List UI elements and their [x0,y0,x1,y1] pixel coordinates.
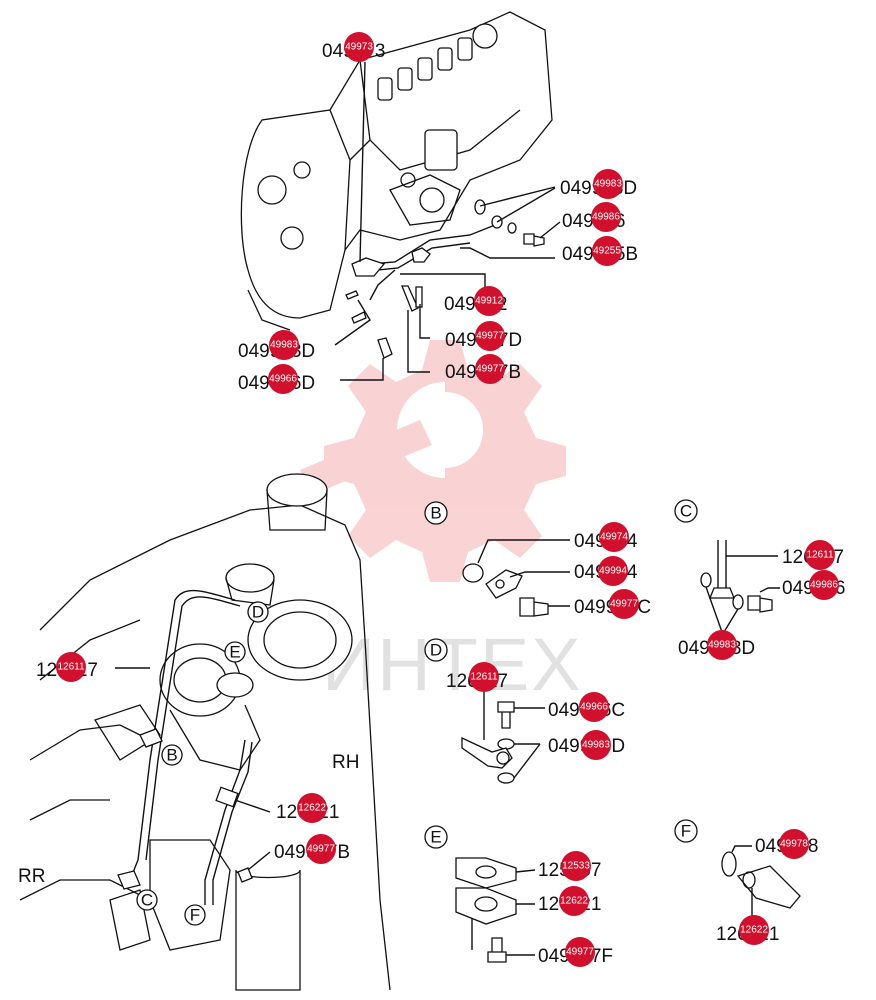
svg-text:49966: 49966 [580,702,608,713]
badge-049977d: 49977 [475,321,505,351]
badge-126221-e: 12622 [559,886,589,916]
badge-049966c: 49966 [579,692,609,722]
badge-049973: 49973 [344,32,374,62]
badge-126117-main: 12611 [56,652,86,682]
badge-126117-c: 12611 [805,540,835,570]
injector-row [377,37,473,101]
svg-text:E: E [430,828,441,847]
svg-text:12622: 12622 [740,925,768,936]
svg-text:49912: 49912 [475,296,503,307]
svg-text:49977: 49977 [566,947,594,958]
badge-049986-top: 49986 [591,202,621,232]
svg-text:49983: 49983 [708,640,736,651]
svg-text:49983: 49983 [270,340,298,351]
detail-view-d: D [424,638,545,784]
svg-text:C: C [141,891,153,910]
svg-text:F: F [681,822,691,841]
badge-049974: 49974 [599,522,629,552]
badge-049977c: 49977 [609,589,639,619]
svg-text:49986: 49986 [810,580,838,591]
svg-text:D: D [430,641,442,660]
badge-126221-main: 12622 [297,793,327,823]
detail-view-f: F [674,819,801,920]
engine-turbo-drawing [19,473,391,991]
svg-text:49983: 49983 [582,740,610,751]
svg-text:49255: 49255 [593,246,621,257]
svg-text:49977: 49977 [476,364,504,375]
view-callout-c-main: C [136,889,158,911]
orientation-label-rr: RR [18,866,45,887]
svg-text:D: D [252,603,264,622]
svg-text:49974: 49974 [600,532,628,543]
svg-text:B: B [430,504,441,523]
badge-049986-c: 49986 [809,570,839,600]
detail-view-e: E [424,825,536,963]
badge-049983d-left: 49983 [269,330,299,360]
watermark-logo [300,340,566,582]
left-leader-lines [115,667,271,871]
svg-text:49986: 49986 [592,212,620,223]
watermark-gear-icon [324,340,566,582]
svg-text:F: F [190,906,200,925]
svg-text:12611: 12611 [806,550,834,561]
badge-049978: 49978 [779,829,809,859]
badge-049977b-main: 49977 [306,834,336,864]
orientation-label-rh: RH [332,752,359,773]
detail-view-c: C [674,499,780,633]
svg-text:12622: 12622 [560,896,588,907]
badge-049977f: 49977 [565,937,595,967]
badge-125337: 12533 [561,851,591,881]
badge-049994: 49994 [598,556,628,586]
svg-text:49973: 49973 [345,42,373,53]
svg-text:12611: 12611 [470,672,498,683]
view-callout-e-main: E [224,641,246,663]
svg-text:C: C [680,502,692,521]
svg-text:12622: 12622 [298,803,326,814]
badge-126221-f: 12622 [739,915,769,945]
badge-049983d-c: 49983 [707,630,737,660]
badge-049912: 49912 [474,286,504,316]
svg-text:49994: 49994 [599,566,627,577]
badge-049977b-top: 49977 [475,354,505,384]
svg-text:49983: 49983 [594,179,622,190]
svg-text:B: B [166,746,177,765]
svg-text:49978: 49978 [780,839,808,850]
view-callout-b-main: B [161,744,183,766]
badge-049255b: 49255 [592,236,622,266]
badge-049983d-top: 49983 [593,169,623,199]
svg-text:49966: 49966 [269,374,297,385]
badge-049966d: 49966 [268,364,298,394]
svg-text:49977: 49977 [610,599,638,610]
svg-text:49977: 49977 [307,844,335,855]
view-callout-f-main: F [184,904,206,926]
svg-text:E: E [229,643,240,662]
svg-text:49977: 49977 [476,331,504,342]
detail-view-b: B [424,501,570,617]
svg-text:12533: 12533 [562,861,590,872]
badge-126117-d: 12611 [469,662,499,692]
injection-pump-drawing [240,11,553,359]
svg-text:12611: 12611 [57,662,85,673]
watermark-text: ИНТЕХ [322,623,583,706]
badge-049983d-d: 49983 [581,730,611,760]
view-callout-d-main: D [247,601,269,623]
